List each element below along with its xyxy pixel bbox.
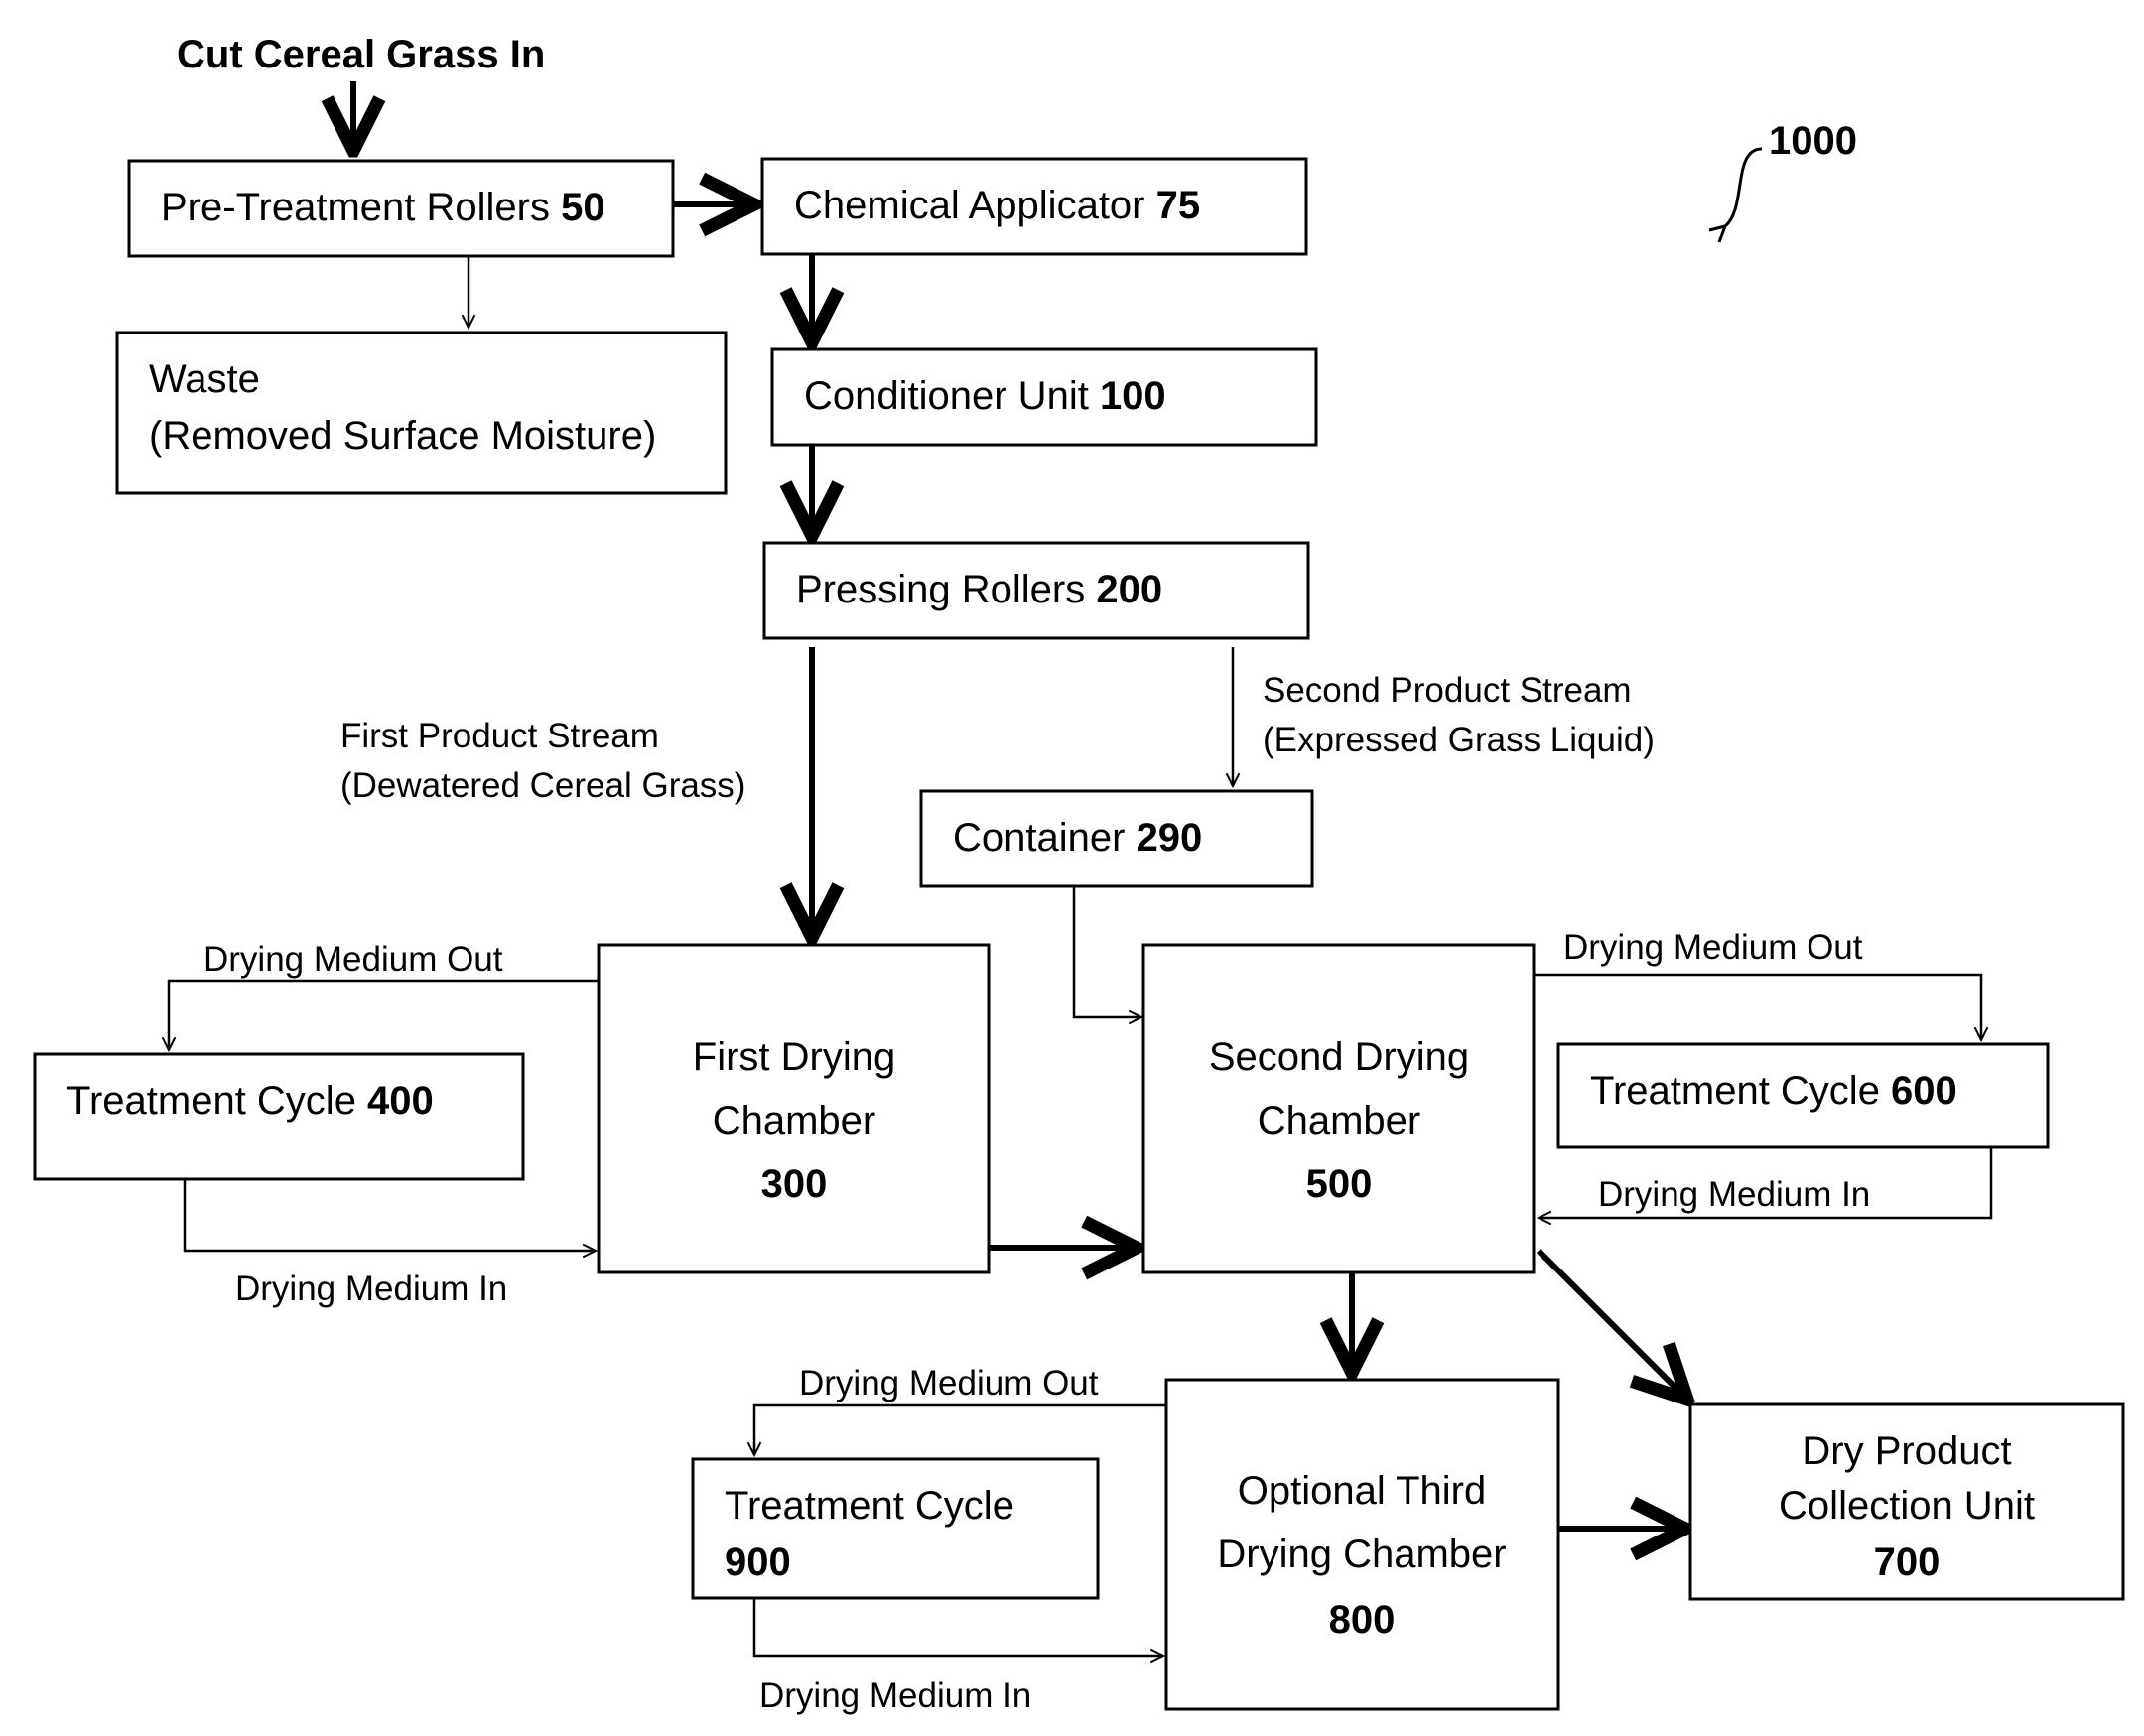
treatment400-number: 400 <box>367 1079 434 1123</box>
container-box: Container 290 <box>921 791 1312 886</box>
drying-medium-out-900-label: Drying Medium Out <box>799 1364 1099 1402</box>
collection-line1: Dry Product <box>1802 1429 2011 1473</box>
pretreatment-number: 50 <box>561 186 605 229</box>
waste-title: Waste <box>149 357 260 401</box>
third-drying-line2: Drying Chamber <box>1217 1533 1506 1576</box>
container-number: 290 <box>1137 816 1203 860</box>
svg-text:Conditioner Unit 100: Conditioner Unit 100 <box>804 374 1166 418</box>
arrow-container-to-second-drying <box>1074 886 1141 1017</box>
treatment600-label: Treatment Cycle <box>1590 1069 1891 1113</box>
waste-box: Waste (Removed Surface Moisture) <box>117 333 726 493</box>
second-product-stream-label: Second Product Stream <box>1263 671 1632 710</box>
drying-medium-out-600-label: Drying Medium Out <box>1563 928 1863 967</box>
second-drying-line1: Second Drying <box>1209 1035 1469 1079</box>
drying-medium-in-600-label: Drying Medium In <box>1598 1175 1870 1214</box>
pressing-number: 200 <box>1096 568 1162 611</box>
treatment400-label: Treatment Cycle <box>67 1079 367 1123</box>
second-drying-line2: Chamber <box>1258 1099 1421 1142</box>
treatment-cycle-600-box: Treatment Cycle 600 <box>1558 1044 2048 1147</box>
second-drying-number: 500 <box>1306 1162 1373 1206</box>
pretreatment-label: Pre-Treatment Rollers <box>161 186 561 229</box>
arrow-second-drying-to-collection <box>1539 1251 1687 1400</box>
arrow-medium-in-400 <box>185 1179 596 1251</box>
arrow-medium-out-400 <box>169 981 599 1050</box>
arrow-medium-out-900 <box>754 1405 1166 1455</box>
treatment-cycle-900-box: Treatment Cycle 900 <box>693 1459 1098 1598</box>
third-drying-chamber-box: Optional Third Drying Chamber 800 <box>1166 1380 1558 1709</box>
svg-text:Chemical Applicator 75: Chemical Applicator 75 <box>794 184 1200 227</box>
svg-text:Treatment Cycle 600: Treatment Cycle 600 <box>1590 1069 1957 1113</box>
figure-reference-leader <box>1709 149 1762 242</box>
figure-reference: 1000 <box>1769 119 1857 163</box>
first-product-stream-sublabel: (Dewatered Cereal Grass) <box>340 766 745 805</box>
conditioner-label: Conditioner Unit <box>804 374 1100 418</box>
treatment900-label: Treatment Cycle <box>725 1484 1014 1528</box>
arrow-medium-in-900 <box>754 1598 1163 1656</box>
drying-medium-out-400-label: Drying Medium Out <box>203 940 503 979</box>
third-drying-number: 800 <box>1329 1598 1396 1642</box>
first-product-stream-label: First Product Stream <box>340 717 659 755</box>
waste-subtitle: (Removed Surface Moisture) <box>149 414 656 458</box>
first-drying-line2: Chamber <box>713 1099 876 1142</box>
collection-line2: Collection Unit <box>1779 1484 2035 1528</box>
treatment900-number: 900 <box>725 1540 791 1584</box>
chemical-number: 75 <box>1156 184 1201 227</box>
treatment600-number: 600 <box>1891 1069 1957 1113</box>
first-drying-line1: First Drying <box>693 1035 895 1079</box>
pressing-label: Pressing Rollers <box>796 568 1096 611</box>
arrow-medium-out-600 <box>1534 975 1981 1040</box>
conditioner-number: 100 <box>1100 374 1166 418</box>
collection-unit-box: Dry Product Collection Unit 700 <box>1690 1404 2123 1599</box>
svg-text:Pre-Treatment Rollers 50: Pre-Treatment Rollers 50 <box>161 186 605 229</box>
svg-text:Treatment Cycle 400: Treatment Cycle 400 <box>67 1079 434 1123</box>
first-drying-number: 300 <box>761 1162 828 1206</box>
pretreatment-rollers-box: Pre-Treatment Rollers 50 <box>129 161 673 256</box>
first-drying-chamber-box: First Drying Chamber 300 <box>599 945 989 1272</box>
pressing-rollers-box: Pressing Rollers 200 <box>764 543 1308 638</box>
container-label: Container <box>953 816 1137 860</box>
collection-number: 700 <box>1874 1540 1941 1584</box>
input-title: Cut Cereal Grass In <box>177 33 545 76</box>
second-drying-chamber-box: Second Drying Chamber 500 <box>1143 945 1534 1272</box>
second-product-stream-sublabel: (Expressed Grass Liquid) <box>1263 721 1655 759</box>
treatment-cycle-400-box: Treatment Cycle 400 <box>35 1054 523 1179</box>
chemical-label: Chemical Applicator <box>794 184 1156 227</box>
svg-text:Pressing Rollers 200: Pressing Rollers 200 <box>796 568 1162 611</box>
third-drying-line1: Optional Third <box>1238 1469 1487 1513</box>
conditioner-unit-box: Conditioner Unit 100 <box>772 349 1316 445</box>
drying-medium-in-400-label: Drying Medium In <box>235 1269 507 1308</box>
drying-medium-in-900-label: Drying Medium In <box>759 1676 1031 1715</box>
svg-text:Container 290: Container 290 <box>953 816 1202 860</box>
chemical-applicator-box: Chemical Applicator 75 <box>762 159 1306 254</box>
